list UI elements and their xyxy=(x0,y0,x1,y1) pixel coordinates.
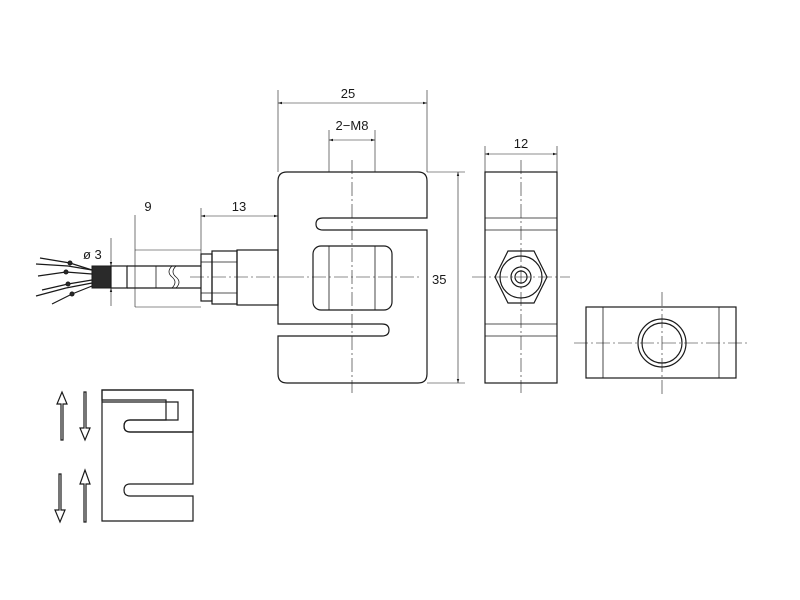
top-view xyxy=(574,292,750,394)
depth-label: 12 xyxy=(514,136,528,151)
offset-label: 9 xyxy=(144,199,151,214)
wire xyxy=(35,263,93,271)
height-label: 35 xyxy=(432,272,446,287)
double-arrow-icon xyxy=(56,390,91,442)
wire-tip xyxy=(63,269,69,275)
wire-tip xyxy=(69,291,75,297)
cable-break xyxy=(172,265,180,289)
hex-nut xyxy=(211,250,238,305)
up-arrow-icon xyxy=(56,390,68,441)
cable-jacket xyxy=(110,265,128,289)
s-shape-icon xyxy=(101,389,194,433)
gland-body xyxy=(236,249,279,306)
diameter-label: ø 3 xyxy=(83,247,102,262)
gland-ring xyxy=(200,253,213,302)
up-arrow-icon xyxy=(79,468,91,523)
cable-break xyxy=(168,265,176,289)
cable-sheath-end xyxy=(91,265,112,289)
gland-length-label: 13 xyxy=(232,199,246,214)
s-shape-body xyxy=(101,389,194,522)
double-arrow-icon xyxy=(54,468,91,524)
down-arrow-icon xyxy=(54,473,66,524)
s-beam-outline xyxy=(277,171,428,384)
dimensions: 25 2−M8 35 13 9 ø 3 xyxy=(83,86,465,384)
side-view: 12 xyxy=(472,136,570,393)
front-view xyxy=(35,160,428,393)
center-window xyxy=(312,245,393,311)
width-label: 25 xyxy=(341,86,355,101)
wire-tip xyxy=(67,260,73,266)
wire-tip xyxy=(65,281,71,287)
thread-label: 2−M8 xyxy=(336,118,369,133)
force-diagram xyxy=(54,389,194,524)
down-arrow-icon xyxy=(79,391,91,442)
wire xyxy=(35,282,93,297)
top-body xyxy=(585,306,737,379)
